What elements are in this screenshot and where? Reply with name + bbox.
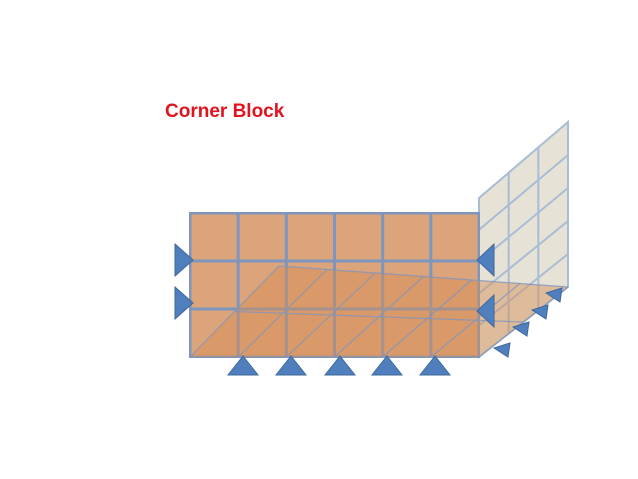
front-wall-frame bbox=[189, 212, 480, 358]
triangle-support-icon bbox=[370, 355, 404, 376]
side-grid-line bbox=[478, 154, 569, 231]
front-wall bbox=[189, 212, 480, 358]
triangle-support-icon bbox=[476, 293, 495, 329]
floor-grid bbox=[189, 265, 569, 358]
front-cell bbox=[336, 214, 382, 260]
front-cell bbox=[191, 214, 237, 260]
triangle-support-icon bbox=[274, 355, 308, 376]
front-cell bbox=[432, 310, 478, 356]
front-cell bbox=[432, 262, 478, 308]
front-cell bbox=[239, 214, 285, 260]
supports bbox=[174, 242, 563, 376]
triangle-support-icon bbox=[544, 287, 563, 303]
slide-title: Corner Block bbox=[165, 101, 285, 122]
triangle-support-icon bbox=[226, 355, 260, 376]
triangle-support-icon bbox=[174, 285, 194, 321]
triangle-support-icon bbox=[530, 304, 549, 320]
triangle-support-icon bbox=[492, 342, 511, 358]
floor-grid-line bbox=[234, 310, 524, 323]
front-cell bbox=[336, 262, 382, 308]
floor-grid-line bbox=[278, 265, 569, 288]
front-cell bbox=[336, 310, 382, 356]
front-cell bbox=[287, 214, 333, 260]
triangle-support-icon bbox=[418, 355, 452, 376]
front-cell bbox=[239, 262, 285, 308]
front-cell bbox=[191, 262, 237, 308]
front-cell bbox=[384, 214, 430, 260]
floor-panel bbox=[190, 266, 568, 357]
front-cell bbox=[384, 262, 430, 308]
triangle-support-icon bbox=[323, 355, 357, 376]
front-cell bbox=[432, 214, 478, 260]
triangle-support-icon bbox=[476, 242, 495, 278]
triangle-support-icon bbox=[174, 242, 194, 278]
triangle-support-icon bbox=[511, 321, 530, 337]
